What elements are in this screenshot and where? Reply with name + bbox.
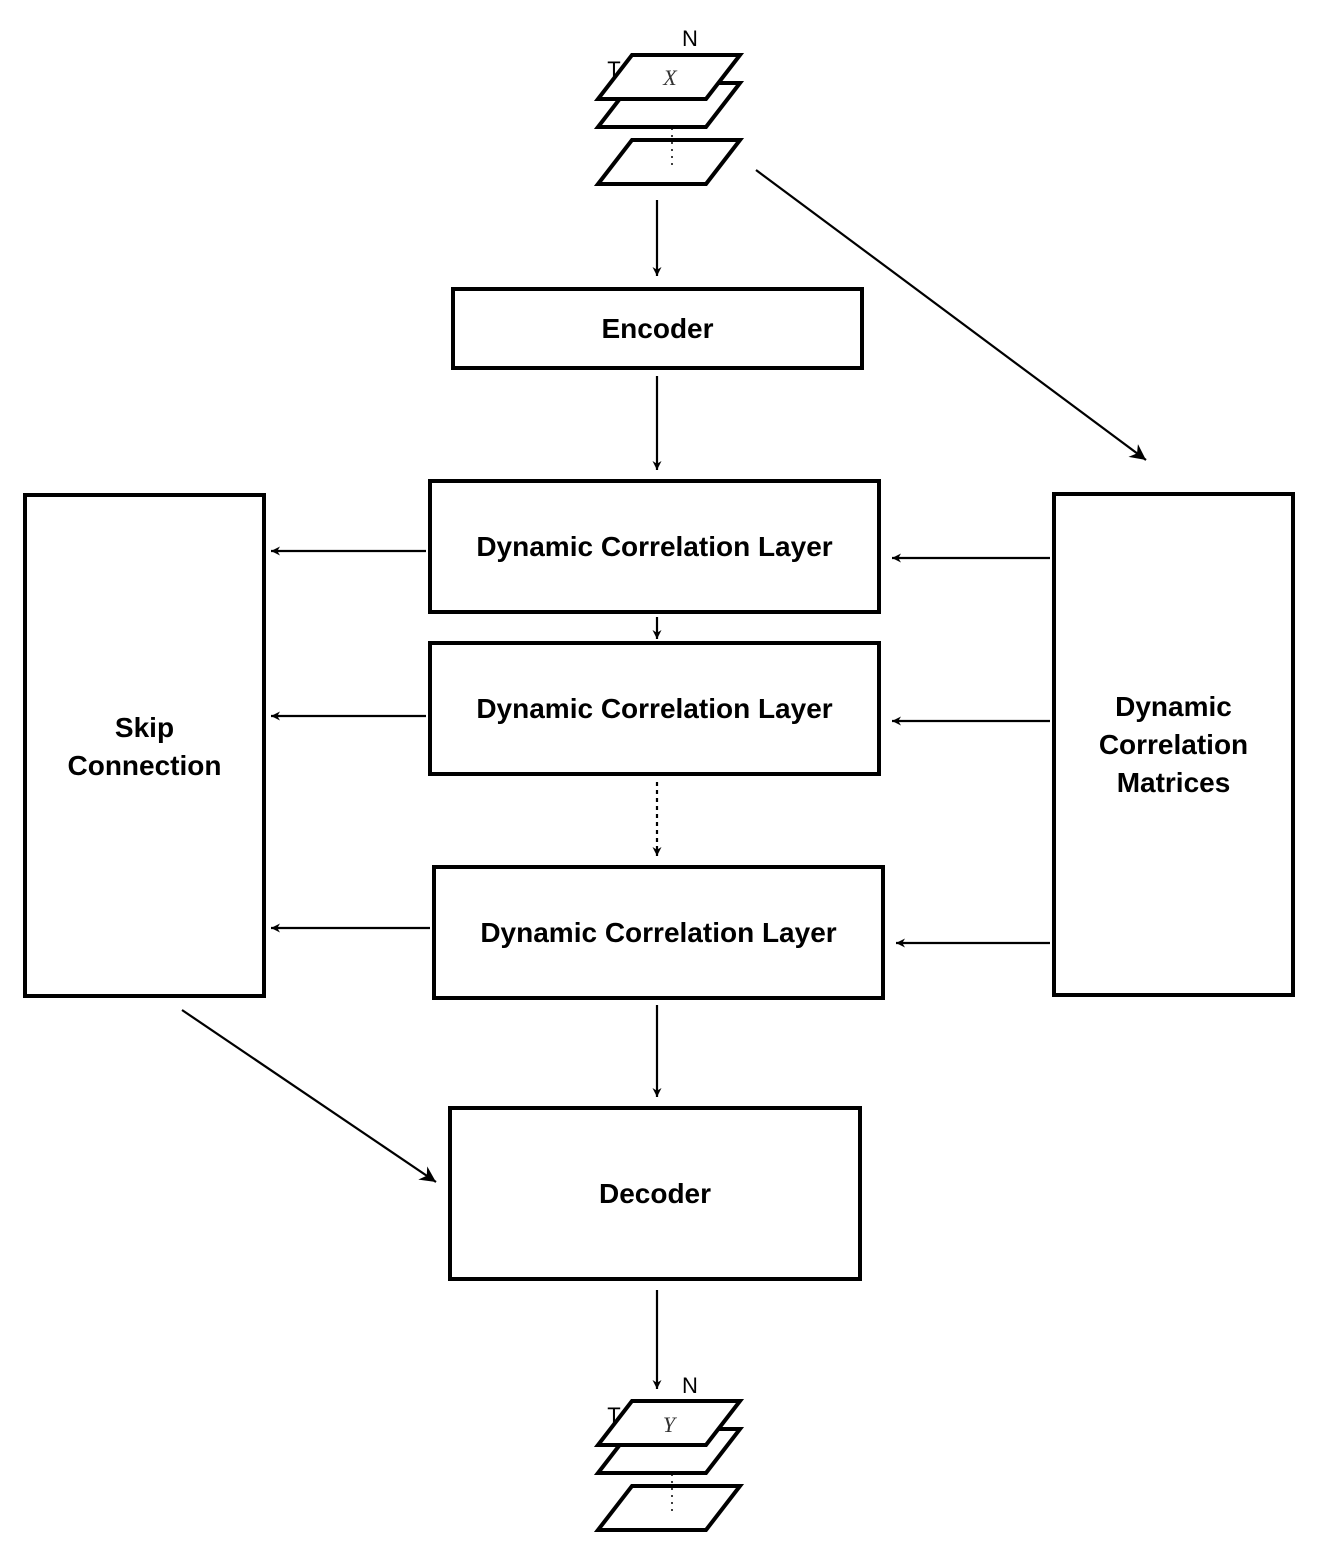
correlation-matrices-block: Dynamic Correlation Matrices [1052, 492, 1295, 997]
input-row-dim-label: T [607, 57, 620, 82]
output-plane-top [593, 1399, 745, 1447]
skip-connection-label-line-2: Connection [68, 750, 222, 781]
encoder-label: Encoder [601, 313, 713, 344]
edge-skip-to-decoder [181, 1009, 437, 1183]
input-plane-top [593, 53, 745, 101]
skip-connection-block: Skip Connection [23, 493, 266, 998]
dynamic-correlation-layer-2: Dynamic Correlation Layer [428, 641, 881, 776]
output-row-dim-label: T [607, 1403, 620, 1428]
input-plane-bottom [593, 138, 745, 186]
layer-1-label: Dynamic Correlation Layer [476, 531, 832, 562]
encoder-block: Encoder [451, 287, 864, 370]
dynamic-correlation-layer-n: Dynamic Correlation Layer [432, 865, 885, 1000]
layer-2-label: Dynamic Correlation Layer [476, 693, 832, 724]
skip-connection-label-line-1: Skip [115, 712, 174, 743]
decoder-label: Decoder [599, 1178, 711, 1209]
edge-input-to-correlation-matrices [755, 169, 1147, 461]
matrices-label-line-3: Matrices [1117, 767, 1231, 798]
matrices-label-line-2: Correlation [1099, 729, 1248, 760]
dynamic-correlation-layer-1: Dynamic Correlation Layer [428, 479, 881, 614]
output-col-dim-label: N [682, 1373, 698, 1398]
matrices-label-line-1: Dynamic [1115, 691, 1232, 722]
output-tensor: Y T N [593, 1373, 745, 1532]
input-variable-label: X [662, 65, 678, 90]
output-variable-label: Y [663, 1412, 678, 1437]
layer-n-label: Dynamic Correlation Layer [480, 917, 836, 948]
output-plane-bottom [593, 1484, 745, 1532]
input-tensor: X T N [593, 26, 745, 186]
input-col-dim-label: N [682, 26, 698, 51]
decoder-block: Decoder [448, 1106, 862, 1281]
